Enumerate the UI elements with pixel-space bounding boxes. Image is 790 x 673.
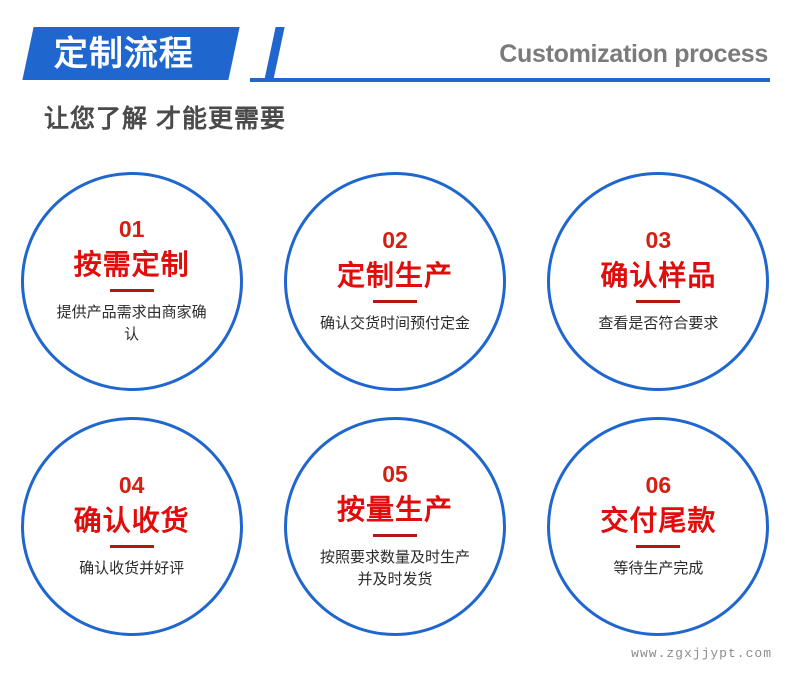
step-description: 查看是否符合要求 — [598, 314, 719, 332]
step-title: 按量生产 — [336, 493, 453, 525]
step-circle-05: 05 按量生产 按照要求数量及时生产并及时发货 — [283, 417, 506, 636]
step-title: 交付尾款 — [600, 504, 717, 536]
slash-accent-stripe — [264, 27, 285, 80]
page-header: 定制流程 Customization process — [0, 0, 790, 95]
step-divider — [109, 544, 154, 548]
step-title: 定制生产 — [336, 259, 453, 291]
banner-title: 定制流程 — [54, 34, 194, 73]
step-circle-06: 06 交付尾款 等待生产完成 — [547, 417, 770, 636]
header-english-title: Customization process — [499, 40, 768, 68]
step-divider — [636, 544, 681, 548]
step-divider — [636, 299, 681, 303]
step-description: 按照要求数量及时生产并及时发货 — [319, 548, 470, 588]
banner-shape: 定制流程 — [22, 27, 240, 80]
site-watermark: www.zgxjjypt.com — [631, 646, 772, 661]
step-title: 确认样品 — [600, 259, 717, 291]
step-divider — [372, 299, 417, 303]
banner-parallelogram: 定制流程 — [22, 27, 240, 80]
step-number: 01 — [118, 215, 145, 242]
step-description: 确认收货并好评 — [79, 559, 185, 577]
step-circle-02: 02 定制生产 确认交货时间预付定金 — [283, 172, 506, 391]
step-number: 03 — [645, 226, 672, 253]
step-title: 按需定制 — [73, 248, 190, 280]
step-circle-03: 03 确认样品 查看是否符合要求 — [547, 172, 770, 391]
step-description: 确认交货时间预付定金 — [319, 314, 470, 332]
step-circle-01: 01 按需定制 提供产品需求由商家确认 — [20, 172, 243, 391]
step-number: 05 — [382, 460, 408, 487]
step-number: 02 — [382, 226, 408, 253]
step-circle-04: 04 确认收货 确认收货并好评 — [20, 417, 243, 636]
step-divider — [109, 288, 154, 292]
steps-grid: 01 按需定制 提供产品需求由商家确认 02 定制生产 确认交货时间预付定金 0… — [0, 172, 790, 662]
page-subtitle: 让您了解 才能更需要 — [44, 105, 286, 133]
step-title: 确认收货 — [73, 504, 190, 536]
step-description: 提供产品需求由商家确认 — [56, 303, 207, 343]
step-number: 04 — [118, 471, 145, 498]
header-blue-rule — [250, 78, 770, 82]
step-divider — [372, 533, 417, 537]
step-number: 06 — [645, 471, 672, 498]
step-description: 等待生产完成 — [613, 559, 704, 577]
